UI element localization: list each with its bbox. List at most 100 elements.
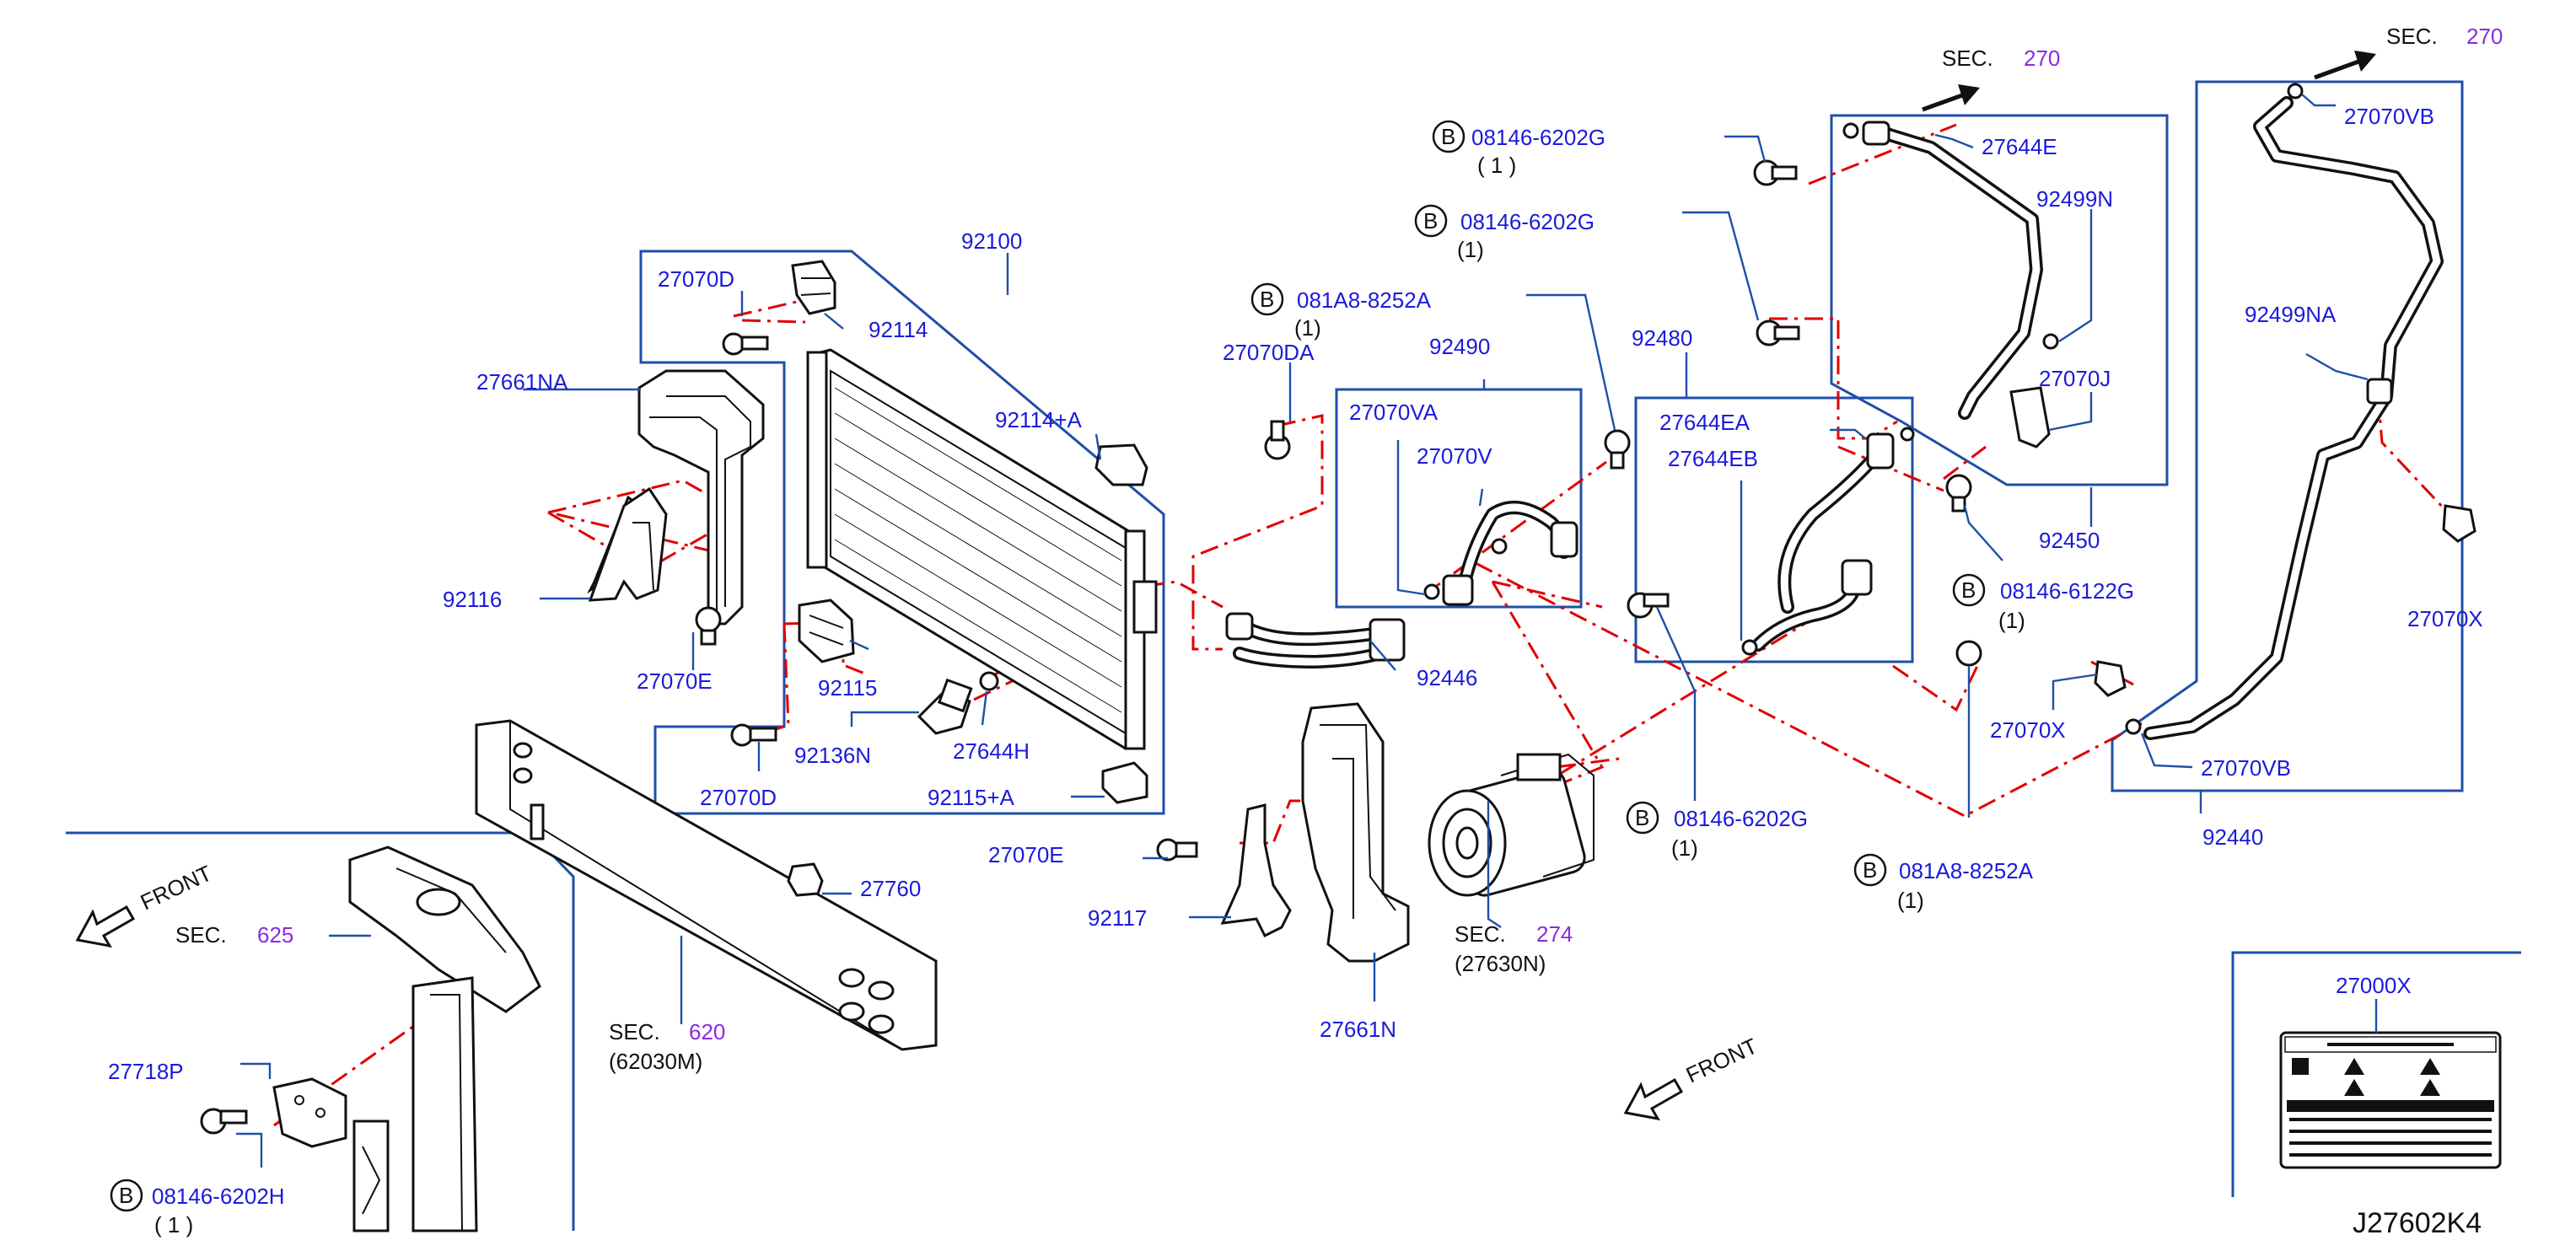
air-guide-27661NA — [637, 369, 765, 626]
label-92499NA: 92499NA — [2245, 302, 2337, 327]
svg-text:081A8-8252A: 081A8-8252A — [1297, 287, 1432, 313]
svg-text:(1): (1) — [1671, 835, 1698, 861]
bolt-08146-6202H — [200, 1108, 248, 1135]
clip-27070X-right — [2442, 504, 2477, 543]
label-92450: 92450 — [2039, 528, 2100, 553]
svg-text:(1): (1) — [1998, 608, 2025, 633]
label-92117: 92117 — [1088, 905, 1147, 931]
pipe-92440 — [2125, 83, 2444, 740]
hose-92480 — [1741, 427, 1915, 656]
bolt-08146-6202G-92480-top — [1756, 319, 1800, 346]
label-92100: 92100 — [961, 228, 1022, 254]
label-92114: 92114 — [869, 317, 928, 342]
svg-text:270: 270 — [2024, 46, 2060, 71]
label-92440: 92440 — [2202, 824, 2263, 850]
label-27070E-mid: 27070E — [988, 842, 1064, 867]
condenser-92100 — [806, 348, 1158, 750]
svg-text:08146-6202G: 08146-6202G — [1460, 209, 1595, 234]
section-ref-620: SEC. 620 (62030M) — [609, 1019, 725, 1074]
svg-text:625: 625 — [257, 922, 293, 948]
svg-text:(1): (1) — [1294, 315, 1321, 341]
svg-text:270: 270 — [2466, 24, 2503, 49]
bolt-reference-5: B 08146-6202G (1) — [1626, 801, 1808, 861]
bolt-08146-6202G-92450 — [1753, 159, 1798, 186]
diagram-code: J27602K4 — [2353, 1207, 2482, 1239]
caution-label-27000X — [2279, 1031, 2502, 1169]
svg-text:274: 274 — [1536, 921, 1573, 947]
bolt-reference-7: B 08146-6202H ( 1 ) — [110, 1179, 285, 1238]
pipe-92450 — [1842, 121, 2059, 420]
svg-text:SEC.: SEC. — [1942, 46, 1993, 71]
svg-text:08146-6122G: 08146-6122G — [2000, 578, 2134, 604]
bumper-reinforcement — [475, 719, 938, 1051]
label-27070DA: 27070DA — [1223, 340, 1315, 365]
hose-92490-box — [1335, 388, 1583, 609]
label-92499N: 92499N — [2036, 186, 2113, 212]
bolt-reference-1: B 08146-6202G ( 1 ) — [1432, 120, 1605, 178]
clip-27070E-mid — [1156, 838, 1198, 862]
label-27644E: 27644E — [1982, 134, 2057, 159]
hose-92480-box — [1634, 396, 1914, 663]
label-27070D-top: 27070D — [658, 266, 734, 292]
label-27644H: 27644H — [953, 738, 1030, 764]
bolt-27070D-bottom — [730, 723, 777, 747]
svg-text:SEC.: SEC. — [609, 1019, 660, 1044]
label-27070X-right: 27070X — [2407, 606, 2483, 631]
svg-text:B: B — [119, 1183, 133, 1208]
label-92115: 92115 — [818, 675, 877, 701]
sensor-27718P — [272, 1077, 347, 1148]
clip-27070X-mid — [2094, 660, 2127, 697]
svg-text:B: B — [1260, 287, 1274, 312]
svg-text:08146-6202G: 08146-6202G — [1674, 806, 1808, 831]
label-27760: 27760 — [860, 876, 921, 901]
oring-27644H — [979, 671, 999, 691]
clip-27760 — [787, 862, 824, 897]
label-92114A: 92114+A — [995, 407, 1083, 432]
label-27070D-bottom: 27070D — [700, 785, 777, 810]
label-92116: 92116 — [443, 587, 502, 612]
svg-text:(1): (1) — [1457, 237, 1484, 262]
front-arrow-center — [1623, 1077, 1684, 1121]
label-92446: 92446 — [1417, 665, 1477, 690]
section-ref-274: SEC. 274 (27630N) — [1455, 921, 1573, 976]
bolt-reference-2: B 08146-6202G (1) — [1414, 204, 1595, 262]
section-ref-270b: SEC. 270 — [2386, 24, 2503, 49]
sec270b-arrow — [2314, 51, 2376, 80]
label-92136N: 92136N — [794, 743, 871, 768]
inset-radiator-core-support — [348, 846, 541, 1232]
label-27718P: 27718P — [108, 1059, 184, 1084]
svg-text:SEC.: SEC. — [2386, 24, 2438, 49]
svg-text:620: 620 — [689, 1019, 725, 1044]
svg-text:08146-6202H: 08146-6202H — [152, 1184, 285, 1209]
svg-text:SEC.: SEC. — [175, 922, 227, 948]
svg-text:( 1 ): ( 1 ) — [154, 1212, 193, 1238]
label-27070E-left: 27070E — [637, 668, 713, 694]
front-label-left: FRONT — [137, 860, 216, 915]
label-27070VB-top: 27070VB — [2344, 104, 2434, 129]
front-arrow-left — [75, 905, 136, 948]
label-27070X-mid: 27070X — [1990, 717, 2066, 743]
svg-text:(62030M): (62030M) — [609, 1049, 702, 1074]
svg-text:B: B — [1961, 577, 1976, 603]
bolt-27070D-top — [722, 332, 769, 356]
bracket-92114 — [791, 260, 836, 315]
svg-text:B: B — [1635, 805, 1649, 830]
seal-92116 — [587, 486, 668, 602]
part-labels: 92100 27070D 92114 27661NA 92114+A 92116… — [108, 104, 2483, 1084]
svg-text:( 1 ): ( 1 ) — [1477, 153, 1516, 178]
bracket-92115 — [798, 599, 855, 663]
svg-text:(27630N): (27630N) — [1455, 951, 1546, 976]
bolt-08146-6122G — [1945, 474, 1972, 513]
label-27644EA: 27644EA — [1659, 410, 1750, 435]
label-27000X-frame — [2231, 951, 2521, 1197]
bracket-92115A — [1101, 761, 1148, 804]
pipe-92450-box — [1830, 114, 2169, 486]
condenser-group-box — [639, 250, 1165, 815]
label-92115A: 92115+A — [928, 785, 1015, 810]
leader-lines — [236, 94, 2464, 1168]
sec270a-arrow — [1922, 84, 1980, 112]
compressor-27630N — [1428, 753, 1595, 897]
bolt-27070DA — [1264, 420, 1291, 460]
bolt-reference-4: B 08146-6122G (1) — [1952, 573, 2134, 633]
